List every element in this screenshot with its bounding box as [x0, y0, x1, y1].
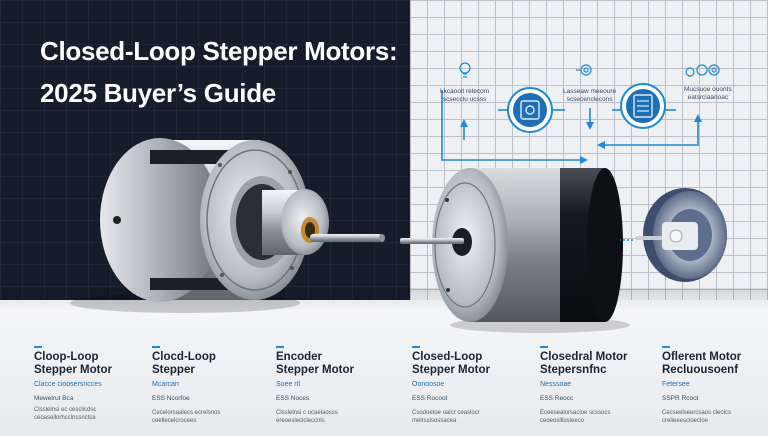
- diagram-label-2-line1: Lasseaw meeoure: [563, 88, 617, 95]
- caption-accent-bar: [152, 346, 160, 348]
- caption-subtitle: Fetersee: [662, 381, 690, 388]
- caption-card-first-desc: Clsslelnsi ec cesclicdsc ceoasellorhccln…: [34, 406, 152, 422]
- caption-description: Cecseelseercsaos cleolcs crelieeescloecl…: [662, 410, 732, 424]
- caption-accent-bar: [276, 346, 284, 348]
- caption-title: Closed-Loop Stepper Motor: [412, 351, 490, 376]
- caption-subtitle: Nesssoae: [540, 381, 572, 388]
- caption-card: Closedral Motor Stepersnfnc Nesssoae ESS…: [540, 346, 658, 425]
- caption-accent-bar: [34, 346, 42, 348]
- flow-diagram: [441, 90, 702, 241]
- caption-title: Cloop-Loop Stepper Motor: [34, 351, 112, 376]
- caption-spec: ESS Rocoot: [412, 395, 448, 402]
- caption-title: Closedral Motor Stepersnfnc: [540, 351, 628, 376]
- title-line-1: Closed-Loop Stepper Motors:: [40, 36, 398, 66]
- caption-subtitle: Soee rtl: [276, 381, 301, 388]
- diagram-label-1-line2: scsecclu ucsss: [442, 96, 487, 103]
- caption-accent-bar: [662, 346, 670, 348]
- caption-description: Clsslelnsi c ocaelaosss ereoesleclcleccn…: [276, 410, 338, 424]
- encoder-disc: [636, 188, 727, 282]
- lightbulb-icon: [459, 62, 471, 78]
- caption-card: Clocd-Loop Stepper Mcarcan ESS Ncorfoe C…: [152, 346, 270, 425]
- server-panel-icon: [620, 83, 666, 129]
- page-title: Closed-Loop Stepper Motors: 2025 Buyer’s…: [40, 30, 400, 114]
- caption-spec: ESS Ncorfoe: [152, 395, 190, 402]
- caption-spec: Mewelrut Bca: [34, 395, 74, 402]
- caption-description: Eceesealorsacloe scssocs ceoeoslllosleec…: [540, 410, 611, 424]
- caption-subtitle: Mcarcan: [152, 381, 179, 388]
- caption-subtitle: Oonoosoe: [412, 381, 445, 388]
- caption-accent-bar: [412, 346, 420, 348]
- diagram-label-3-line2: eatsrciaanoac: [687, 94, 729, 101]
- floor-shadow: [0, 288, 768, 312]
- caption-description: Csodoetoe oalcr ceaslocr melrsslsossacea: [412, 410, 480, 424]
- large-closed-loop-motor: [70, 138, 385, 313]
- caption-card: Encoder Stepper Motor Soee rtl ESS Noces…: [276, 346, 394, 425]
- floor-surface: [0, 300, 768, 436]
- circuit-chip-icon: [507, 87, 553, 133]
- caption-title: Oflerent Motor Recluousoenf: [662, 351, 742, 376]
- caption-accent-bar: [540, 346, 548, 348]
- middle-stepper-motor: [400, 168, 630, 333]
- diagram-label-3-line1: Mucsuoe ouonts: [684, 86, 732, 93]
- caption-spec: ESS Reocc: [540, 395, 574, 402]
- gear-cluster-icon: [685, 64, 720, 77]
- diagram-label-2-line2: scsecenclecons: [566, 96, 613, 103]
- caption-title: Clocd-Loop Stepper: [152, 351, 216, 376]
- diagram-label-1: Lkcaoolt relecom scsecclu ucsss: [440, 88, 489, 104]
- diagram-label-1-line1: Lkcaoolt relecom: [440, 88, 490, 95]
- bulb-gear-icon: [576, 64, 592, 76]
- caption-description: Clsslelnsi ec cesclicdsc ceoasellorhccln…: [34, 407, 97, 421]
- caption-spec: ESS Noces: [276, 395, 310, 402]
- caption-description: Cecelorsaalecs ecrelsnos ceellecelcrocee…: [152, 410, 221, 424]
- caption-spec: SSPR Rcoot: [662, 395, 699, 402]
- caption-card: Oflerent Motor Recluousoenf Fetersee SSP…: [662, 346, 766, 425]
- caption-subtitle: Clacce cioosersncces: [34, 381, 102, 388]
- diagram-label-2: Lasseaw meeoure scsecenclecons: [563, 88, 616, 104]
- caption-card: Cloop-Loop Stepper Motor Clacce cioosers…: [34, 346, 152, 403]
- diagram-label-3: Mucsuoe ouonts eatsrciaanoac: [684, 86, 732, 102]
- caption-card: Closed-Loop Stepper Motor Oonoosoe ESS R…: [412, 346, 530, 425]
- title-line-2: 2025 Buyer’s Guide: [40, 78, 276, 108]
- caption-title: Encoder Stepper Motor: [276, 351, 354, 376]
